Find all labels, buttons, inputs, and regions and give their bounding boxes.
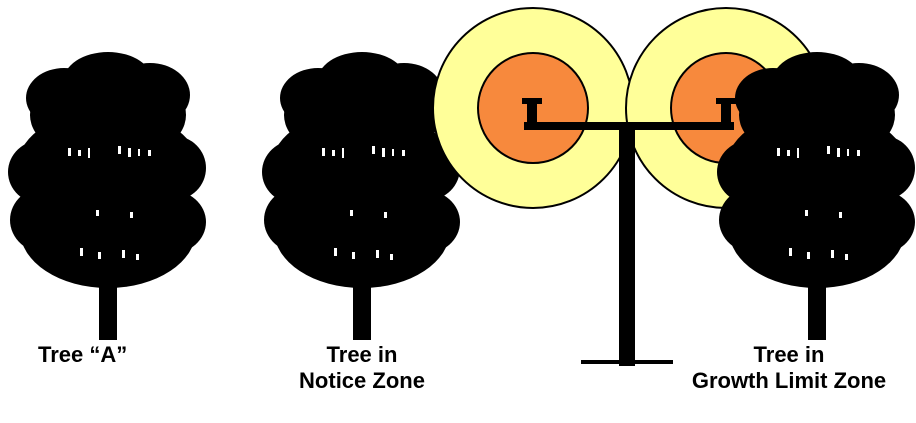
label-tree-notice-line1: Tree in	[262, 342, 462, 368]
label-tree-growth-line2: Growth Limit Zone	[664, 368, 914, 394]
label-tree-growth-line1: Tree in	[664, 342, 914, 368]
label-tree-a: Tree “A”	[38, 342, 168, 368]
tree-notice-zone-icon	[262, 52, 460, 340]
label-tree-notice-line2: Notice Zone	[262, 368, 462, 394]
tree-a-icon	[8, 52, 206, 340]
label-tree-growth-limit-zone: Tree in Growth Limit Zone	[664, 342, 914, 394]
label-tree-notice-zone: Tree in Notice Zone	[262, 342, 462, 394]
label-tree-a-text: Tree “A”	[38, 342, 168, 368]
tree-growth-limit-zone-icon	[717, 52, 915, 340]
